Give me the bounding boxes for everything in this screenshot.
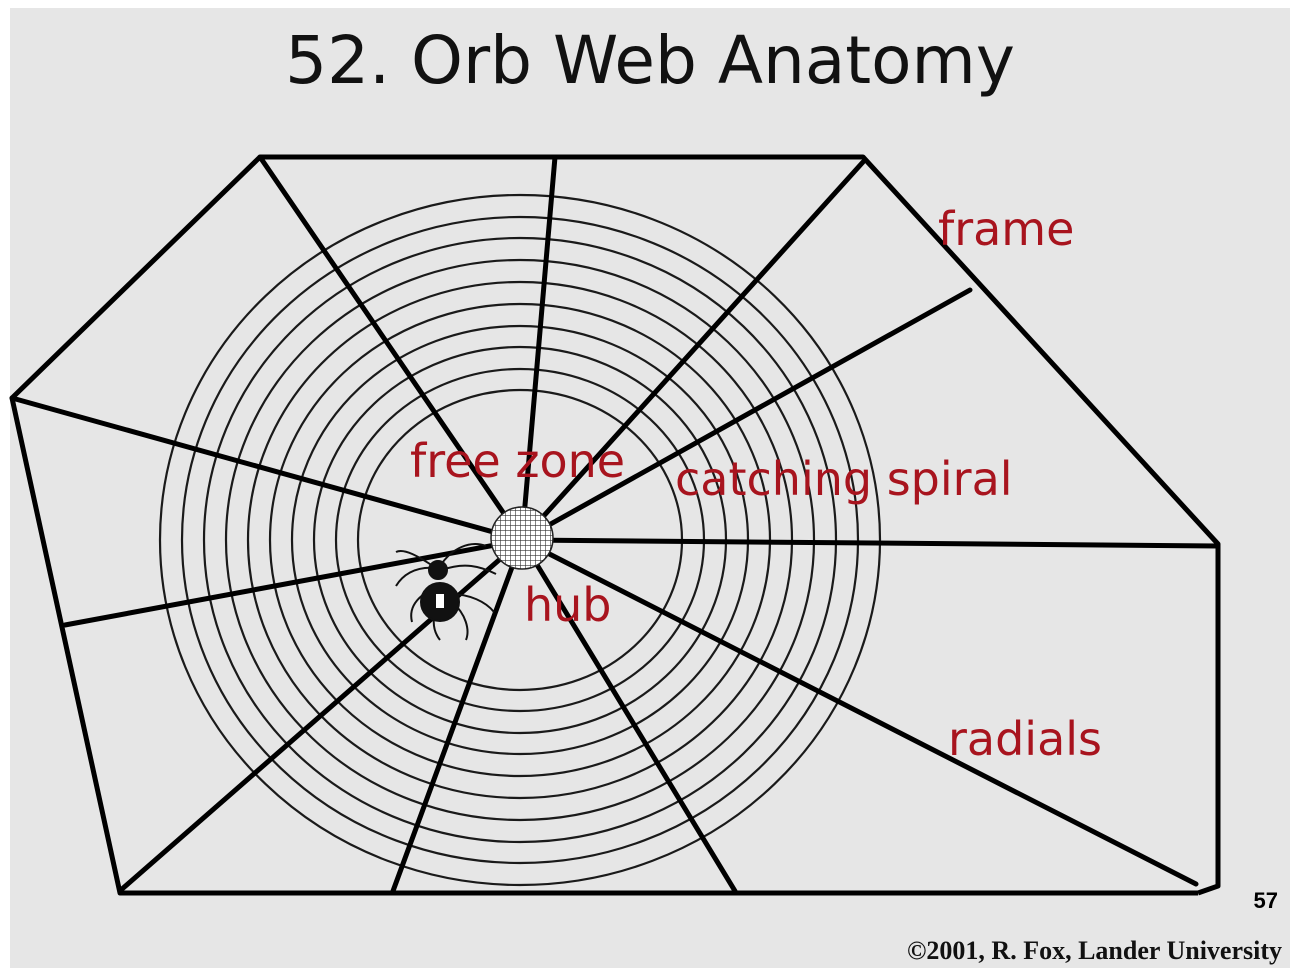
hub: [491, 507, 553, 569]
hub-label: hub: [524, 582, 612, 628]
free-zone-label: free zone: [410, 438, 625, 484]
copyright-notice: ©2001, R. Fox, Lander University: [907, 936, 1282, 966]
frame-label: frame: [938, 206, 1074, 252]
slide-number: 57: [1254, 888, 1278, 914]
catching-spiral-label: catching spiral: [675, 456, 1013, 502]
radials-label: radials: [948, 716, 1102, 762]
